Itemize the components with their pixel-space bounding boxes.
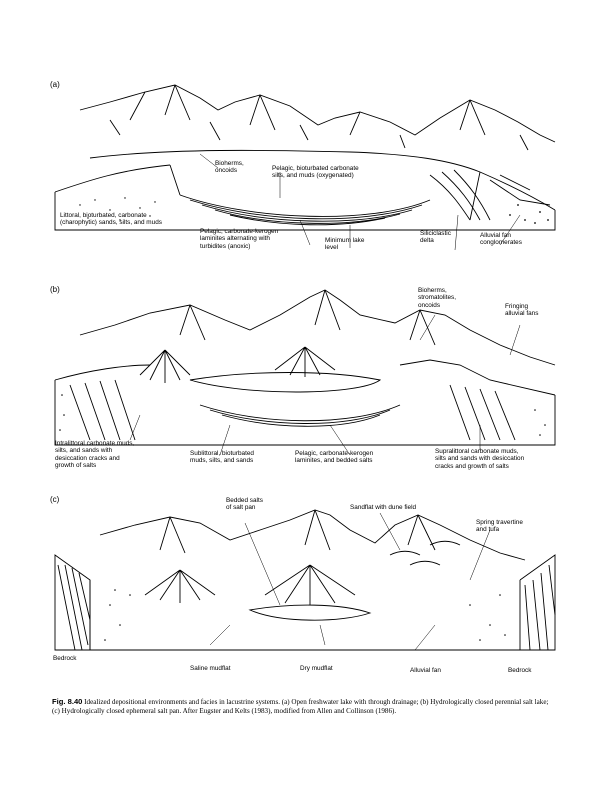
- label-intralittoral: Intralittoral carbonate muds, silts, and…: [55, 440, 135, 470]
- label-bedrock-left: Bedrock: [53, 655, 77, 662]
- label-supralittoral: Supralittoral carbonate muds, silts and …: [435, 448, 525, 470]
- panel-label: (b): [50, 285, 60, 294]
- label-pelagic-anoxic: Pelagic, carbonate-kerogen laminites alt…: [200, 228, 279, 250]
- label-sublittoral: Sublittoral, bioturbated muds, silts, an…: [190, 450, 254, 465]
- label-alluvial-fan: Alluvial fan: [410, 667, 441, 674]
- figure-number: Fig. 8.40: [52, 697, 83, 706]
- label-minimum-lake-level: Minimum lake level: [325, 237, 365, 252]
- panel-label: (a): [50, 80, 60, 89]
- label-bioherms-oncoids: Bioherms, oncoids: [215, 160, 244, 175]
- label-pelagic-bedded-salts: Pelagic, carbonate-kerogen laminites, an…: [295, 450, 374, 465]
- label-pelagic-oxygenated: Pelagic, bioturbated carbonate silts, an…: [272, 165, 359, 180]
- label-siliciclastic-delta: Siliciclastic delta: [420, 230, 451, 245]
- label-bedrock-right: Bedrock: [508, 667, 532, 674]
- lake-block-diagram-ephemeral-salt-pan: [54, 509, 556, 651]
- label-fringing-alluvial-fans: Fringing alluvial fans: [505, 303, 539, 318]
- lake-block-diagram-perennial-salt: [54, 289, 556, 456]
- label-bedded-salts: Bedded salts of salt pan: [226, 497, 263, 512]
- label-sandflat-dune-field: Sandflat with dune field: [350, 504, 417, 511]
- panel-b: (b): [50, 285, 560, 490]
- label-saline-mudflat: Saline mudflat: [190, 665, 231, 672]
- caption-text: Idealized depositional environments and …: [52, 698, 549, 716]
- label-alluvial-fan-conglomerates: Alluvial fan conglomerates: [480, 232, 522, 247]
- panel-label: (c): [50, 495, 60, 504]
- label-spring-travertine: Spring travertine and tufa: [476, 519, 523, 534]
- panel-a: (a): [50, 80, 560, 280]
- lake-block-diagram-open: [54, 84, 556, 251]
- label-bioherms-stromatolites: Bioherms, stromatolites, oncoids: [418, 287, 457, 309]
- figure-caption: Fig. 8.40 Idealized depositional environ…: [52, 697, 552, 717]
- label-dry-mudflat: Dry mudflat: [300, 665, 333, 672]
- panel-c: (c): [50, 495, 560, 690]
- label-littoral: Littoral, bioturbated, carbonate (charop…: [60, 212, 162, 227]
